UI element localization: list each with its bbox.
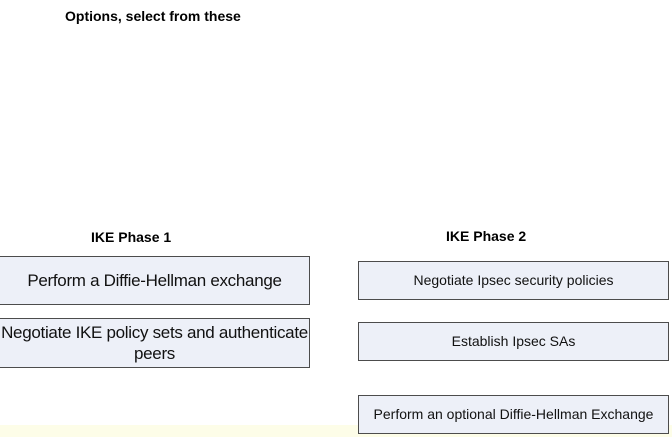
answer-box-establish-ipsec-sas[interactable]: Establish Ipsec SAs — [358, 322, 669, 361]
answer-box-label: Perform an optional Diffie-Hellman Excha… — [373, 406, 654, 422]
answer-box-negotiate-ipsec-policies[interactable]: Negotiate Ipsec security policies — [358, 261, 669, 300]
answer-box-label: Establish Ipsec SAs — [451, 333, 576, 349]
answer-box-diffie-hellman-exchange[interactable]: Perform a Diffie-Hellman exchange — [0, 256, 310, 305]
phase2-title: IKE Phase 2 — [446, 228, 527, 244]
phase1-title: IKE Phase 1 — [91, 229, 172, 245]
answer-box-label: Negotiate IKE policy sets and authentica… — [1, 323, 308, 363]
answer-box-negotiate-ike-policy[interactable]: Negotiate IKE policy sets and authentica… — [0, 318, 310, 368]
answer-box-label: Perform a Diffie-Hellman exchange — [27, 271, 282, 290]
answer-box-optional-diffie-hellman[interactable]: Perform an optional Diffie-Hellman Excha… — [358, 395, 669, 434]
options-header: Options, select from these — [65, 8, 241, 24]
answer-box-label: Negotiate Ipsec security policies — [413, 272, 614, 288]
